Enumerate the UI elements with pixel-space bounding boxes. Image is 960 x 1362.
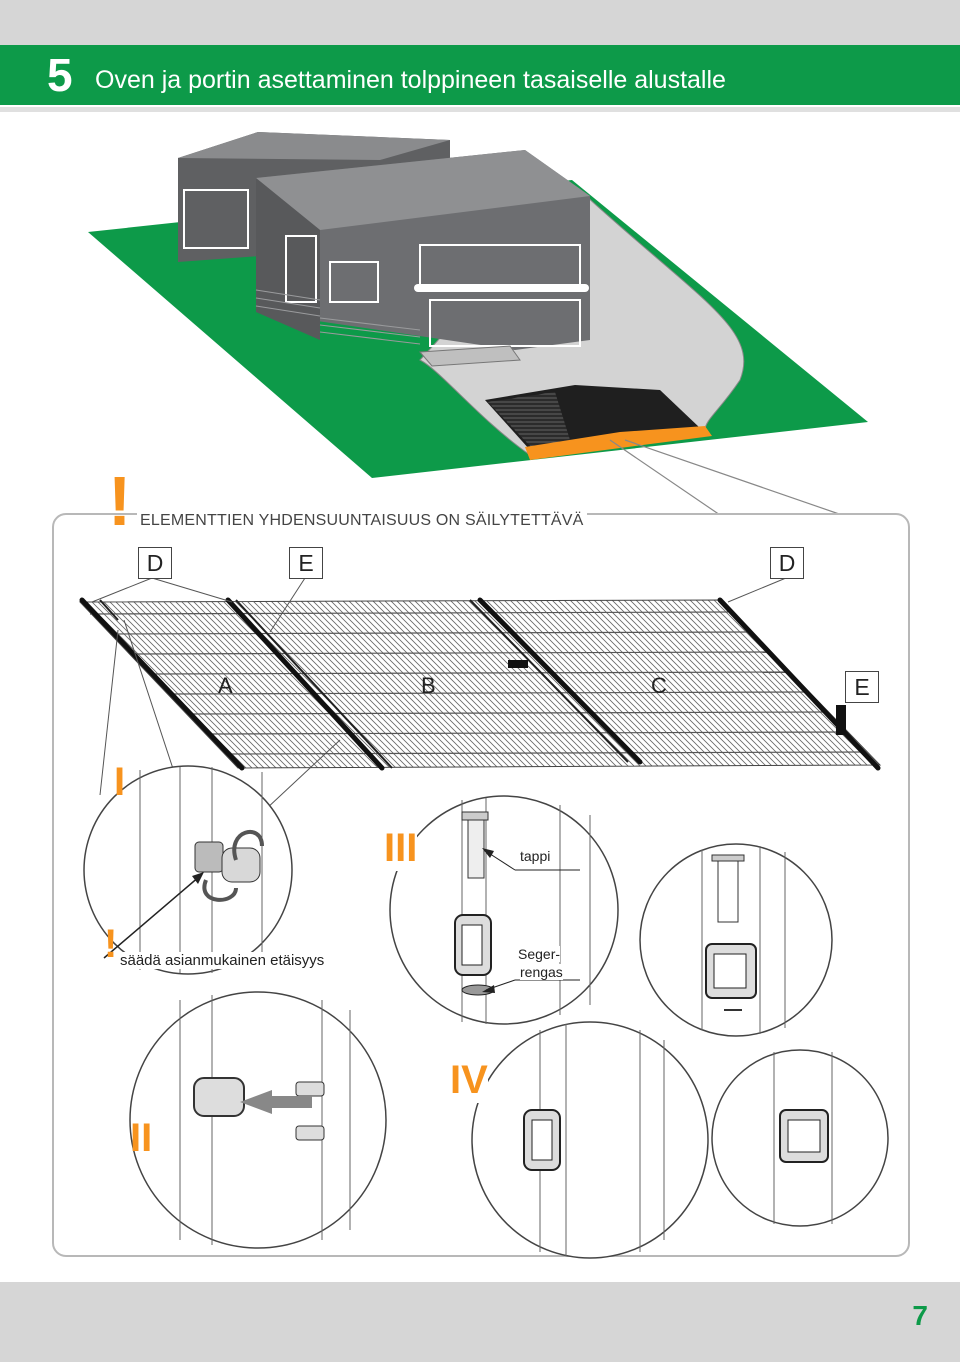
- top-band: [0, 0, 960, 45]
- step-i-label: I: [114, 760, 126, 804]
- page-number: 7: [912, 1300, 928, 1331]
- ring-label-line2: rengas: [520, 964, 563, 980]
- label-d-left: D: [138, 547, 172, 579]
- house-window: [183, 189, 249, 249]
- detail-iv: [471, 1021, 709, 1259]
- step-ii-label: II: [130, 1116, 153, 1160]
- detail-iii-result: [639, 843, 833, 1037]
- section-header: 5 Oven ja portin asettaminen tolppineen …: [0, 45, 960, 105]
- label-a: A: [218, 673, 233, 698]
- detail-i: [83, 765, 293, 975]
- post-d-right: [717, 597, 881, 771]
- page-title: Oven ja portin asettaminen tolppineen ta…: [95, 66, 726, 94]
- label-c: C: [651, 673, 667, 698]
- adjust-distance-text: säädä asianmukainen etäisyys: [120, 952, 325, 969]
- label-e-top: E: [289, 547, 323, 579]
- warning-text: ELEMENTTIEN YHDENSUUNTAISUUS ON SÄILYTET…: [137, 512, 587, 530]
- house-window: [285, 235, 317, 303]
- pin-label: tappi: [520, 848, 551, 864]
- label-e-right: E: [845, 671, 879, 703]
- step-iv-label: IV: [450, 1058, 488, 1103]
- detail-ii: [129, 991, 387, 1249]
- post-e-left: [225, 597, 385, 771]
- detail-iii: [389, 795, 619, 1025]
- detail-iv-result: [711, 1049, 889, 1227]
- adjust-warning-mark: !: [104, 922, 118, 966]
- ring-label-line1: Seger-: [518, 946, 561, 962]
- step-iii-label: III: [384, 826, 418, 871]
- label-b: B: [421, 673, 436, 698]
- warning-mark: !: [108, 462, 132, 540]
- label-d-right: D: [770, 547, 804, 579]
- header-divider: [0, 107, 960, 112]
- gate-base-strip: [525, 426, 712, 460]
- house-window: [329, 261, 379, 303]
- footer-band: [0, 1282, 960, 1362]
- post-d-left: [79, 597, 245, 771]
- step-number: 5: [47, 49, 73, 101]
